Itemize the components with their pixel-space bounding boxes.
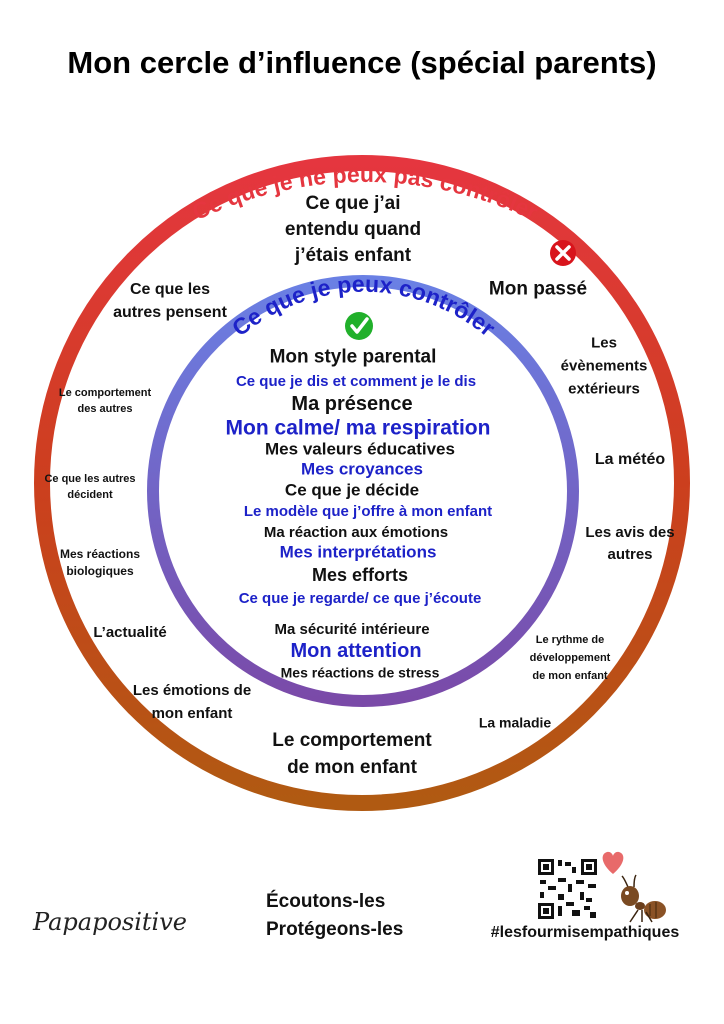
- inner-circle: [147, 275, 579, 707]
- inner-item: Ce que je décide: [284, 480, 420, 500]
- inner-item: Mes réactions de stress: [280, 664, 440, 681]
- papapositive-logo: Papapositive: [33, 907, 187, 936]
- qr-code: [537, 858, 598, 920]
- page-title: Mon cercle d’influence (spécial parents): [67, 44, 657, 80]
- inner-item: Mon attention: [290, 640, 422, 662]
- outer-item: La maladie: [478, 714, 552, 731]
- outer-item: La météo: [594, 451, 666, 469]
- x-circle-icon: [550, 240, 576, 266]
- inner-item: Le modèle que j’offre à mon enfant: [243, 502, 493, 520]
- inner-item: Ma réaction aux émotions: [263, 523, 449, 541]
- inner-item: Mon calme/ ma respiration: [225, 416, 491, 440]
- outer-item: Mon passé: [488, 278, 588, 300]
- inner-item: Mes valeurs éducatives: [265, 439, 455, 459]
- inner-item: Mes efforts: [311, 565, 409, 586]
- inner-item: Ce que je dis et comment je le dis: [235, 372, 477, 390]
- inner-item: Mes interprétations: [279, 542, 437, 562]
- heart-icon: [602, 851, 624, 874]
- inner-item: Ce que je regarde/ ce que j’écoute: [238, 589, 482, 607]
- inner-item: Ma présence: [291, 393, 413, 415]
- outer-circle: [34, 155, 690, 811]
- inner-item: Mes croyances: [301, 459, 423, 479]
- check-circle-icon: [345, 312, 373, 340]
- hashtag: #lesfourmisempathiques: [490, 924, 680, 942]
- ant-illustration: [621, 874, 666, 923]
- inner-item: Ma sécurité intérieure: [274, 620, 430, 638]
- outer-item: L’actualité: [93, 623, 167, 641]
- inner-item: Mon style parental: [269, 346, 437, 368]
